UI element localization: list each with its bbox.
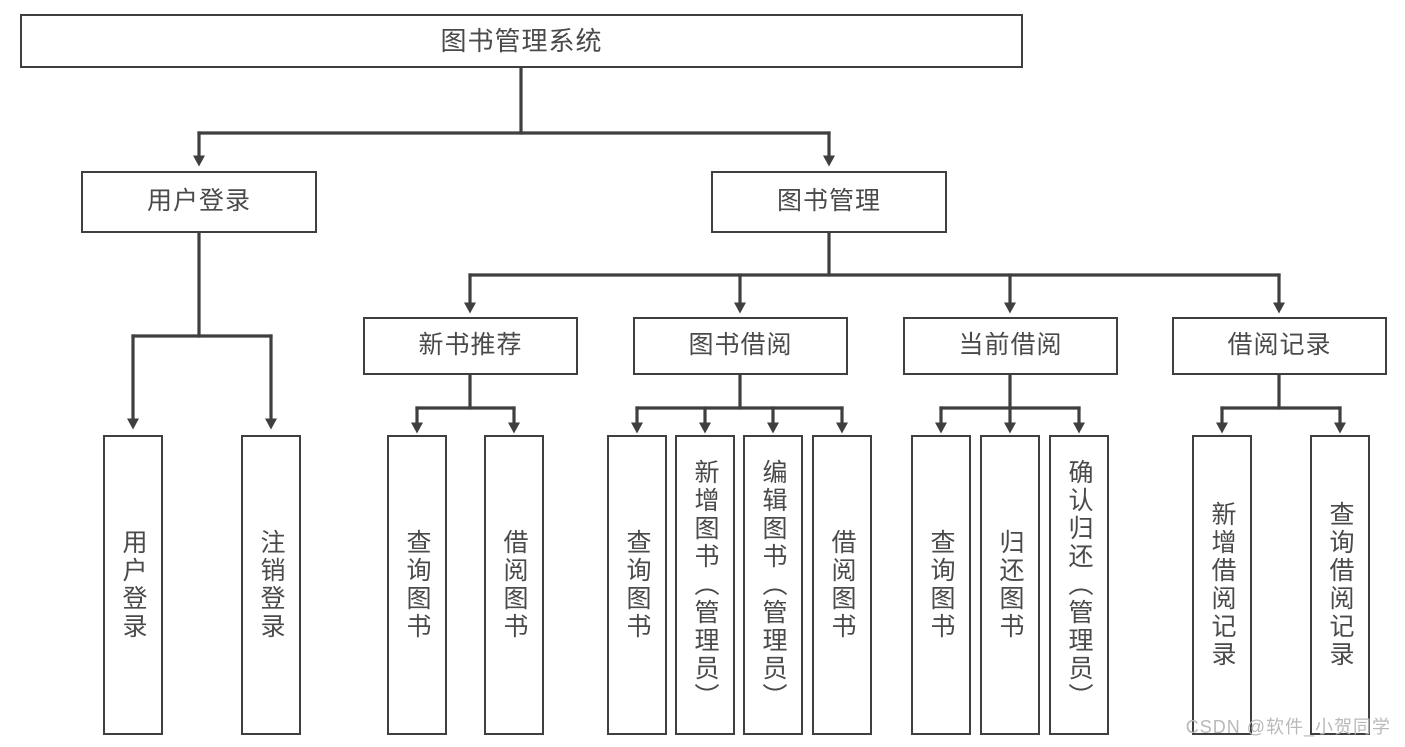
node-user-login-label: 用户登录 [146,187,251,216]
node-new-book-rec-label: 新书推荐 [418,331,523,360]
node-leaf-borrow-book-1[interactable]: 借阅图书 [484,435,544,735]
node-leaf-query-record-label: 查询借阅记录 [1326,501,1354,669]
node-leaf-query-book-1-label: 查询图书 [403,529,431,641]
node-user-login[interactable]: 用户登录 [81,171,317,233]
node-leaf-query-book-2-label: 查询图书 [623,529,651,641]
node-leaf-edit-book-label: 编辑图书（管理员） [759,459,787,711]
node-leaf-add-record[interactable]: 新增借阅记录 [1192,435,1252,735]
node-new-book-rec[interactable]: 新书推荐 [363,317,578,375]
node-leaf-add-record-label: 新增借阅记录 [1208,501,1236,669]
node-leaf-user-login[interactable]: 用户登录 [103,435,163,735]
node-leaf-return-book-label: 归还图书 [996,529,1024,641]
node-book-manage-label: 图书管理 [776,187,881,216]
node-leaf-confirm-return-label: 确认归还（管理员） [1065,459,1093,711]
node-leaf-borrow-book-2[interactable]: 借阅图书 [812,435,872,735]
node-leaf-query-record[interactable]: 查询借阅记录 [1310,435,1370,735]
node-leaf-borrow-book-1-label: 借阅图书 [500,529,528,641]
node-leaf-edit-book[interactable]: 编辑图书（管理员） [743,435,803,735]
node-leaf-add-book-label: 新增图书（管理员） [691,459,719,711]
node-leaf-user-login-label: 用户登录 [119,529,147,641]
node-book-manage[interactable]: 图书管理 [711,171,947,233]
node-borrow-record[interactable]: 借阅记录 [1172,317,1387,375]
node-root[interactable]: 图书管理系统 [20,14,1023,68]
node-leaf-confirm-return[interactable]: 确认归还（管理员） [1049,435,1109,735]
node-book-borrow-label: 图书借阅 [688,331,793,360]
node-leaf-return-book[interactable]: 归还图书 [980,435,1040,735]
node-book-borrow[interactable]: 图书借阅 [633,317,848,375]
node-current-borrow-label: 当前借阅 [958,331,1063,360]
node-borrow-record-label: 借阅记录 [1227,331,1332,360]
node-leaf-query-book-3[interactable]: 查询图书 [911,435,971,735]
node-leaf-logout-label: 注销登录 [257,529,285,641]
node-leaf-query-book-1[interactable]: 查询图书 [387,435,447,735]
node-root-label: 图书管理系统 [440,25,603,56]
watermark: CSDN @软件_小贺同学 [1185,717,1391,737]
node-leaf-query-book-2[interactable]: 查询图书 [607,435,667,735]
node-current-borrow[interactable]: 当前借阅 [903,317,1118,375]
node-leaf-borrow-book-2-label: 借阅图书 [828,529,856,641]
node-leaf-add-book[interactable]: 新增图书（管理员） [675,435,735,735]
node-leaf-logout[interactable]: 注销登录 [241,435,301,735]
node-leaf-query-book-3-label: 查询图书 [927,529,955,641]
